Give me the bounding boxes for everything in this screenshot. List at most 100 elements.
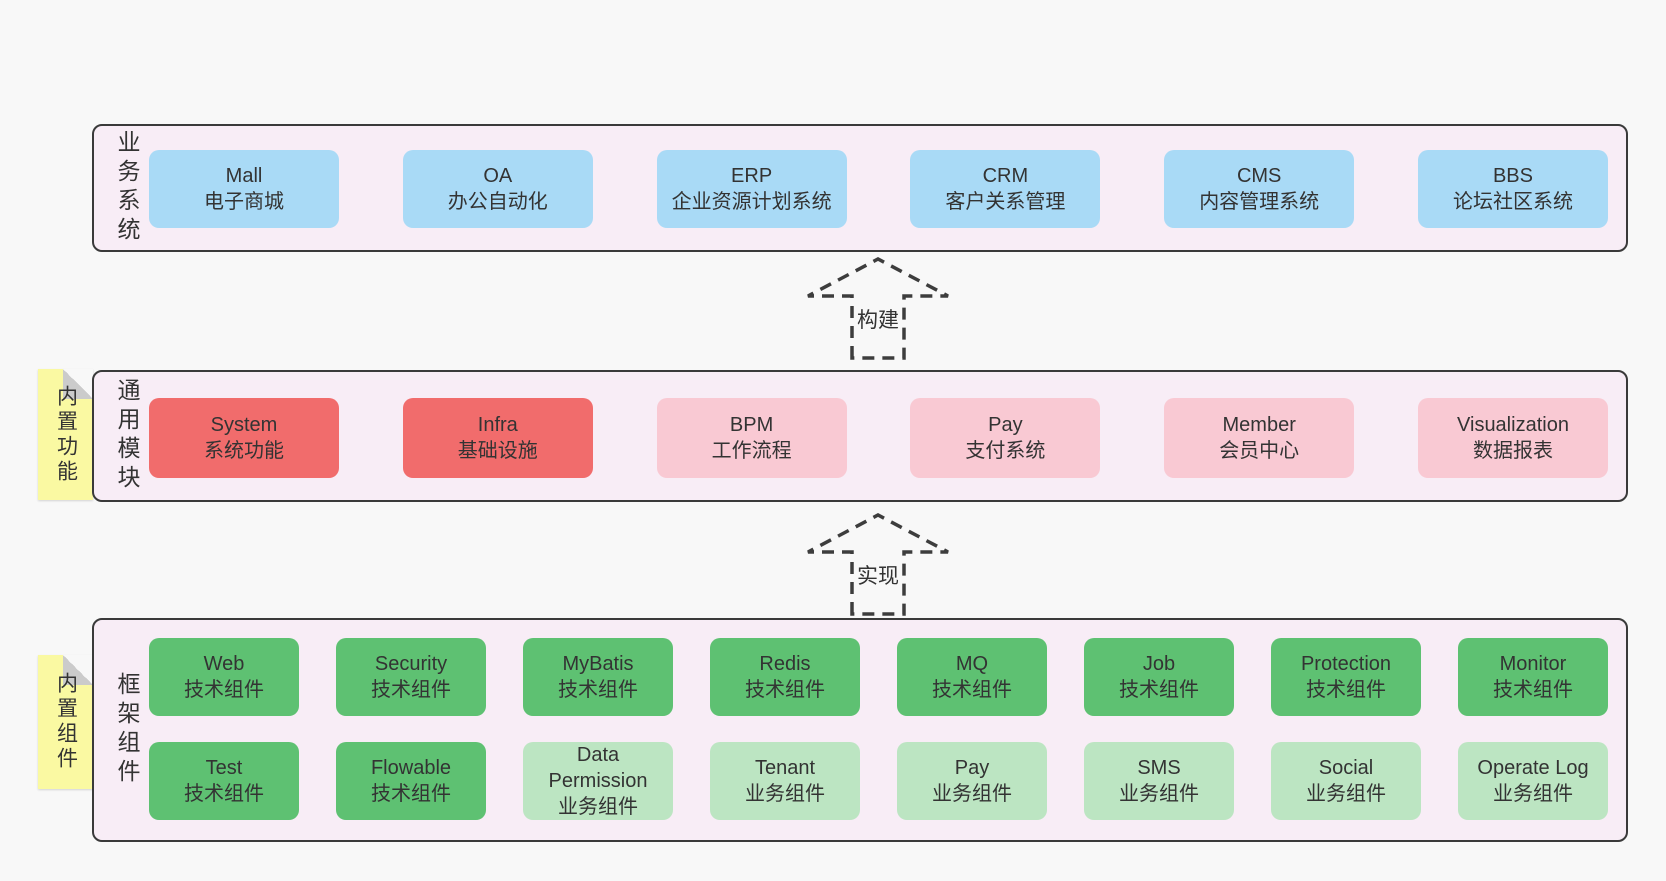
box-title: Operate Log: [1477, 757, 1589, 779]
box-bpm: BPM 工作流程: [656, 398, 847, 478]
box-title: CMS: [1236, 165, 1282, 187]
box-erp: ERP 企业资源计划系统: [656, 150, 847, 228]
box-security: Security 技术组件: [336, 638, 486, 716]
box-subtitle: 技术组件: [371, 679, 451, 701]
panel-common-modules-label: 通用模块: [114, 378, 140, 494]
box-subtitle: 技术组件: [558, 679, 638, 701]
up-arrow-dashed-icon: [807, 257, 949, 360]
box-protection: Protection 技术组件: [1271, 638, 1421, 716]
box-job: Job 技术组件: [1084, 638, 1234, 716]
box-title: Job: [1142, 653, 1176, 675]
box-subtitle: 工作流程: [711, 440, 792, 462]
box-infra: Infra 基础设施: [402, 398, 593, 478]
box-title: ERP: [731, 165, 773, 187]
box-title: BBS: [1492, 165, 1533, 187]
box-title: Pay: [954, 757, 990, 779]
box-subtitle: 业务组件: [1119, 783, 1199, 805]
box-title: Social: [1318, 757, 1374, 779]
box-title: SMS: [1137, 757, 1181, 779]
box-subtitle: 技术组件: [1119, 679, 1199, 701]
box-subtitle: 业务组件: [745, 783, 825, 805]
folded-corner-icon: [63, 655, 93, 685]
box-title: Protection: [1300, 653, 1392, 675]
box-tenant: Tenant 业务组件: [710, 742, 860, 820]
box-title: Security: [374, 653, 448, 675]
sticky-builtin-components-label: 内置组件: [54, 672, 78, 772]
box-mybatis: MyBatis 技术组件: [523, 638, 673, 716]
box-title: MyBatis: [562, 653, 634, 675]
box-pay: Pay 业务组件: [897, 742, 1047, 820]
box-title: BPM: [729, 414, 774, 436]
box-subtitle: 技术组件: [371, 783, 451, 805]
panel-business-systems-label: 业务系统: [114, 130, 140, 246]
folded-corner-icon: [63, 369, 93, 399]
box-title: Mall: [225, 165, 263, 187]
box-bbs: BBS 论坛社区系统: [1417, 150, 1608, 228]
box-sms: SMS 业务组件: [1084, 742, 1234, 820]
box-subtitle: 技术组件: [932, 679, 1012, 701]
box-subtitle: 技术组件: [1306, 679, 1386, 701]
build-arrow: 构建: [803, 256, 953, 360]
box-member: Member 会员中心: [1164, 398, 1355, 478]
box-web: Web 技术组件: [149, 638, 299, 716]
box-title: Web: [203, 653, 245, 675]
box-test: Test 技术组件: [149, 742, 299, 820]
box-title: Infra: [477, 414, 518, 436]
box-title: System: [210, 414, 278, 436]
box-subtitle: 技术组件: [1493, 679, 1573, 701]
box-subtitle: 数据报表: [1472, 440, 1553, 462]
box-subtitle: 论坛社区系统: [1452, 191, 1573, 213]
sticky-builtin-features-label: 内置功能: [54, 384, 78, 485]
build-arrow-label: 构建: [857, 309, 899, 332]
box-subtitle: 业务组件: [558, 796, 638, 818]
box-mq: MQ 技术组件: [897, 638, 1047, 716]
panel-framework-components-label: 框架组件: [114, 672, 140, 788]
box-crm: CRM 客户关系管理: [910, 150, 1101, 228]
box-subtitle: 技术组件: [745, 679, 825, 701]
box-subtitle: 业务组件: [932, 783, 1012, 805]
box-subtitle: 内容管理系统: [1199, 191, 1320, 213]
box-title: Flowable: [370, 757, 452, 779]
box-title: Test: [205, 757, 243, 779]
up-arrow-dashed-icon: [807, 513, 949, 616]
box-subtitle: 支付系统: [965, 440, 1046, 462]
sticky-builtin-components: 内置组件: [38, 655, 93, 789]
box-monitor: Monitor 技术组件: [1458, 638, 1608, 716]
box-title: OA: [483, 165, 513, 187]
box-subtitle: 会员中心: [1219, 440, 1300, 462]
box-title: CRM: [982, 165, 1029, 187]
box-title: Monitor: [1499, 653, 1567, 675]
box-title: MQ: [955, 653, 989, 675]
box-title: Data Permission: [548, 744, 648, 792]
box-subtitle: 企业资源计划系统: [671, 191, 832, 213]
box-oa: OA 办公自动化: [402, 150, 593, 228]
box-subtitle: 业务组件: [1306, 783, 1386, 805]
box-flowable: Flowable 技术组件: [336, 742, 486, 820]
box-subtitle: 客户关系管理: [945, 191, 1066, 213]
box-title: Member: [1222, 414, 1296, 436]
box-title: Visualization: [1457, 414, 1569, 436]
box-subtitle: 技术组件: [184, 783, 264, 805]
box-operate-log: Operate Log 业务组件: [1458, 742, 1608, 820]
box-data-permission: Data Permission 业务组件: [523, 742, 673, 820]
box-title: Tenant: [754, 757, 816, 779]
sticky-builtin-features: 内置功能: [38, 369, 93, 500]
box-subtitle: 办公自动化: [447, 191, 548, 213]
box-subtitle: 系统功能: [204, 440, 284, 462]
implement-arrow-label: 实现: [857, 565, 899, 588]
box-social: Social 业务组件: [1271, 742, 1421, 820]
box-system: System 系统功能: [149, 398, 339, 478]
box-subtitle: 基础设施: [457, 440, 538, 462]
box-subtitle: 业务组件: [1493, 783, 1573, 805]
box-subtitle: 技术组件: [184, 679, 264, 701]
